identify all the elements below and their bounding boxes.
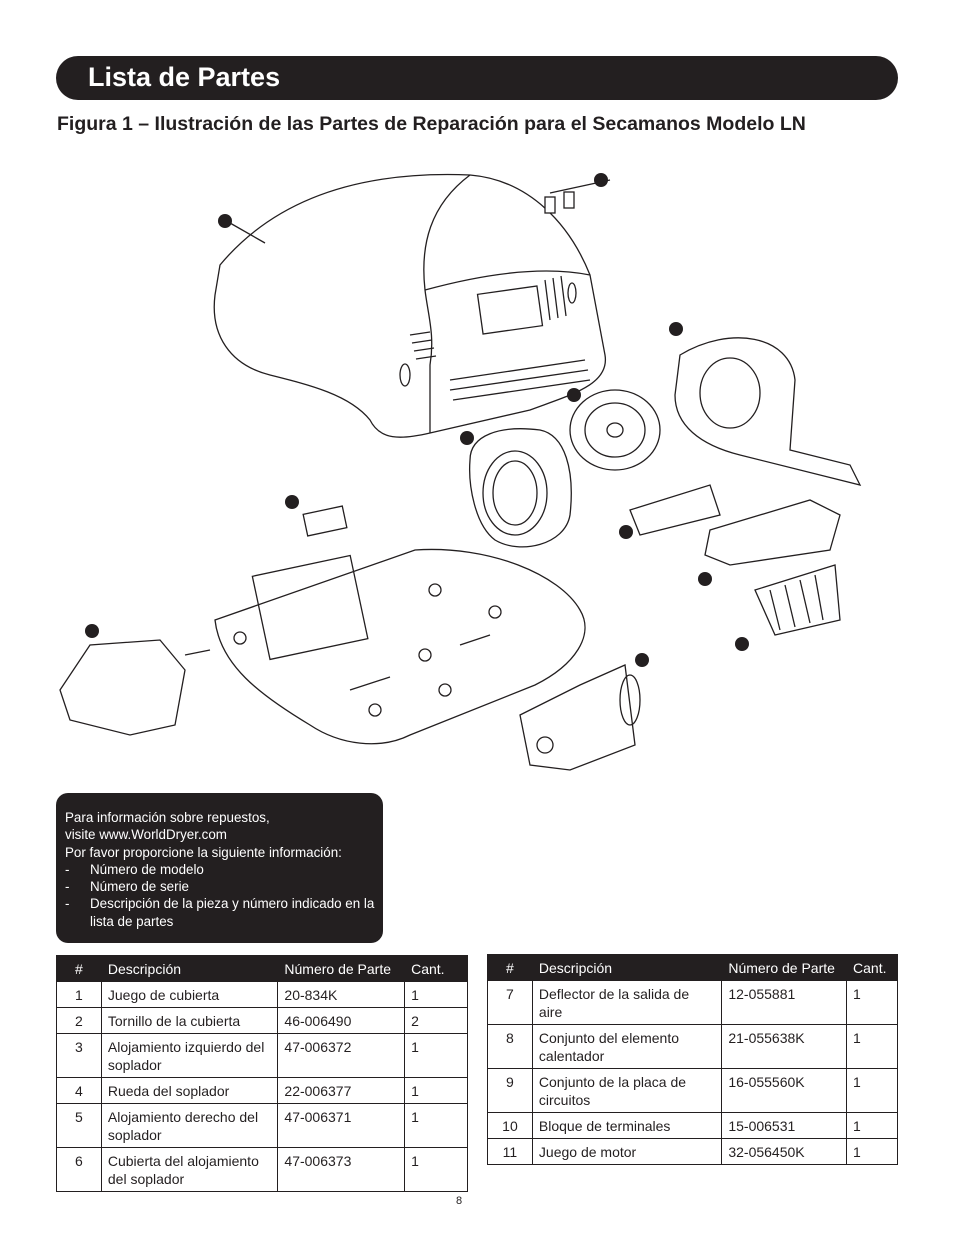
blower-housing-right — [669, 322, 862, 486]
qty-cell: 1 — [404, 1077, 468, 1104]
part-num-cell: 4 — [56, 1077, 102, 1104]
description-cell: Rueda del soplador — [100, 1077, 279, 1104]
info-bullet: -Número de serie — [65, 879, 189, 895]
exploded-parts-illustration — [59, 173, 862, 771]
circuit-board — [698, 499, 841, 586]
part-num-cell: 8 — [487, 1024, 533, 1069]
col-description: Descripción — [100, 955, 279, 982]
info-line: Para información sobre repuestos, — [65, 810, 270, 825]
blower-wheel — [567, 388, 661, 471]
col-qty: Cant. — [846, 954, 898, 981]
motor — [59, 624, 211, 736]
qty-cell: 1 — [846, 980, 898, 1025]
cover-part — [213, 173, 606, 438]
part-num-cell: 6 — [56, 1147, 102, 1192]
blower-housing-left — [460, 428, 572, 548]
description-cell: Alojamiento izquierdo del soplador — [100, 1033, 279, 1078]
description-cell: Tornillo de la cubierta — [100, 1007, 279, 1034]
info-line: Por favor proporcione la siguiente infor… — [65, 844, 342, 860]
part-num-cell: 7 — [487, 980, 533, 1025]
col-num: # — [56, 955, 102, 982]
part-number-cell: 22-006377 — [277, 1077, 406, 1104]
col-part-number: Número de Parte — [721, 954, 848, 981]
page-title: Lista de Partes — [88, 62, 281, 92]
page-number: 8 — [455, 1195, 463, 1207]
terminal-block — [285, 495, 348, 537]
info-bullet: -Descripción de la pieza y número indica… — [65, 896, 375, 929]
base-plate — [214, 548, 586, 745]
part-number-cell: 47-006371 — [277, 1103, 406, 1148]
section-banner: Lista de Partes — [56, 56, 898, 100]
info-bullet: -Número de modelo — [65, 861, 204, 877]
part-number-cell: 15-006531 — [721, 1112, 848, 1139]
part-num-cell: 3 — [56, 1033, 102, 1078]
qty-cell: 2 — [404, 1007, 468, 1034]
description-cell: Juego de motor — [531, 1138, 723, 1165]
part-num-cell: 1 — [56, 981, 102, 1008]
part-number-cell: 47-006372 — [277, 1033, 406, 1078]
part-number-cell: 47-006373 — [277, 1147, 406, 1192]
qty-cell: 1 — [404, 1147, 468, 1192]
col-num: # — [487, 954, 533, 981]
part-number-cell: 21-055638K — [721, 1024, 848, 1069]
description-cell: Juego de cubierta — [100, 981, 279, 1008]
description-cell: Cubierta del alojamiento del soplador — [100, 1147, 279, 1192]
info-box: Para información sobre repuestos, visite… — [56, 793, 383, 943]
part-number-cell: 20-834K — [277, 981, 406, 1008]
part-number-cell: 46-006490 — [277, 1007, 406, 1034]
col-description: Descripción — [531, 954, 723, 981]
part-number-cell: 16-055560K — [721, 1068, 848, 1113]
description-cell: Deflector de la salida de aire — [531, 980, 723, 1025]
info-line: visite www.WorldDryer.com — [65, 827, 227, 843]
part-num-cell: 11 — [487, 1138, 533, 1165]
screws-part — [544, 173, 611, 214]
part-number-cell: 32-056450K — [721, 1138, 848, 1165]
description-cell: Conjunto de la placa de circuitos — [531, 1068, 723, 1113]
qty-cell: 1 — [846, 1024, 898, 1069]
part-num-cell: 2 — [56, 1007, 102, 1034]
heating-element — [619, 484, 721, 539]
description-cell: Bloque de terminales — [531, 1112, 723, 1139]
part-num-cell: 10 — [487, 1112, 533, 1139]
part-num-cell: 5 — [56, 1103, 102, 1148]
air-deflector — [735, 564, 841, 651]
description-cell: Alojamiento derecho del soplador — [100, 1103, 279, 1148]
description-cell: Conjunto del elemento calentador — [531, 1024, 723, 1069]
qty-cell: 1 — [846, 1112, 898, 1139]
col-qty: Cant. — [404, 955, 468, 982]
col-part-number: Número de Parte — [277, 955, 406, 982]
qty-cell: 1 — [846, 1068, 898, 1113]
blower-housing-cover — [519, 653, 649, 771]
qty-cell: 1 — [404, 1103, 468, 1148]
part-number-cell: 12-055881 — [721, 980, 848, 1025]
figure-title: Figura 1 – Ilustración de las Partes de … — [57, 113, 806, 135]
qty-cell: 1 — [404, 1033, 468, 1078]
qty-cell: 1 — [404, 981, 468, 1008]
qty-cell: 1 — [846, 1138, 898, 1165]
part-num-cell: 9 — [487, 1068, 533, 1113]
